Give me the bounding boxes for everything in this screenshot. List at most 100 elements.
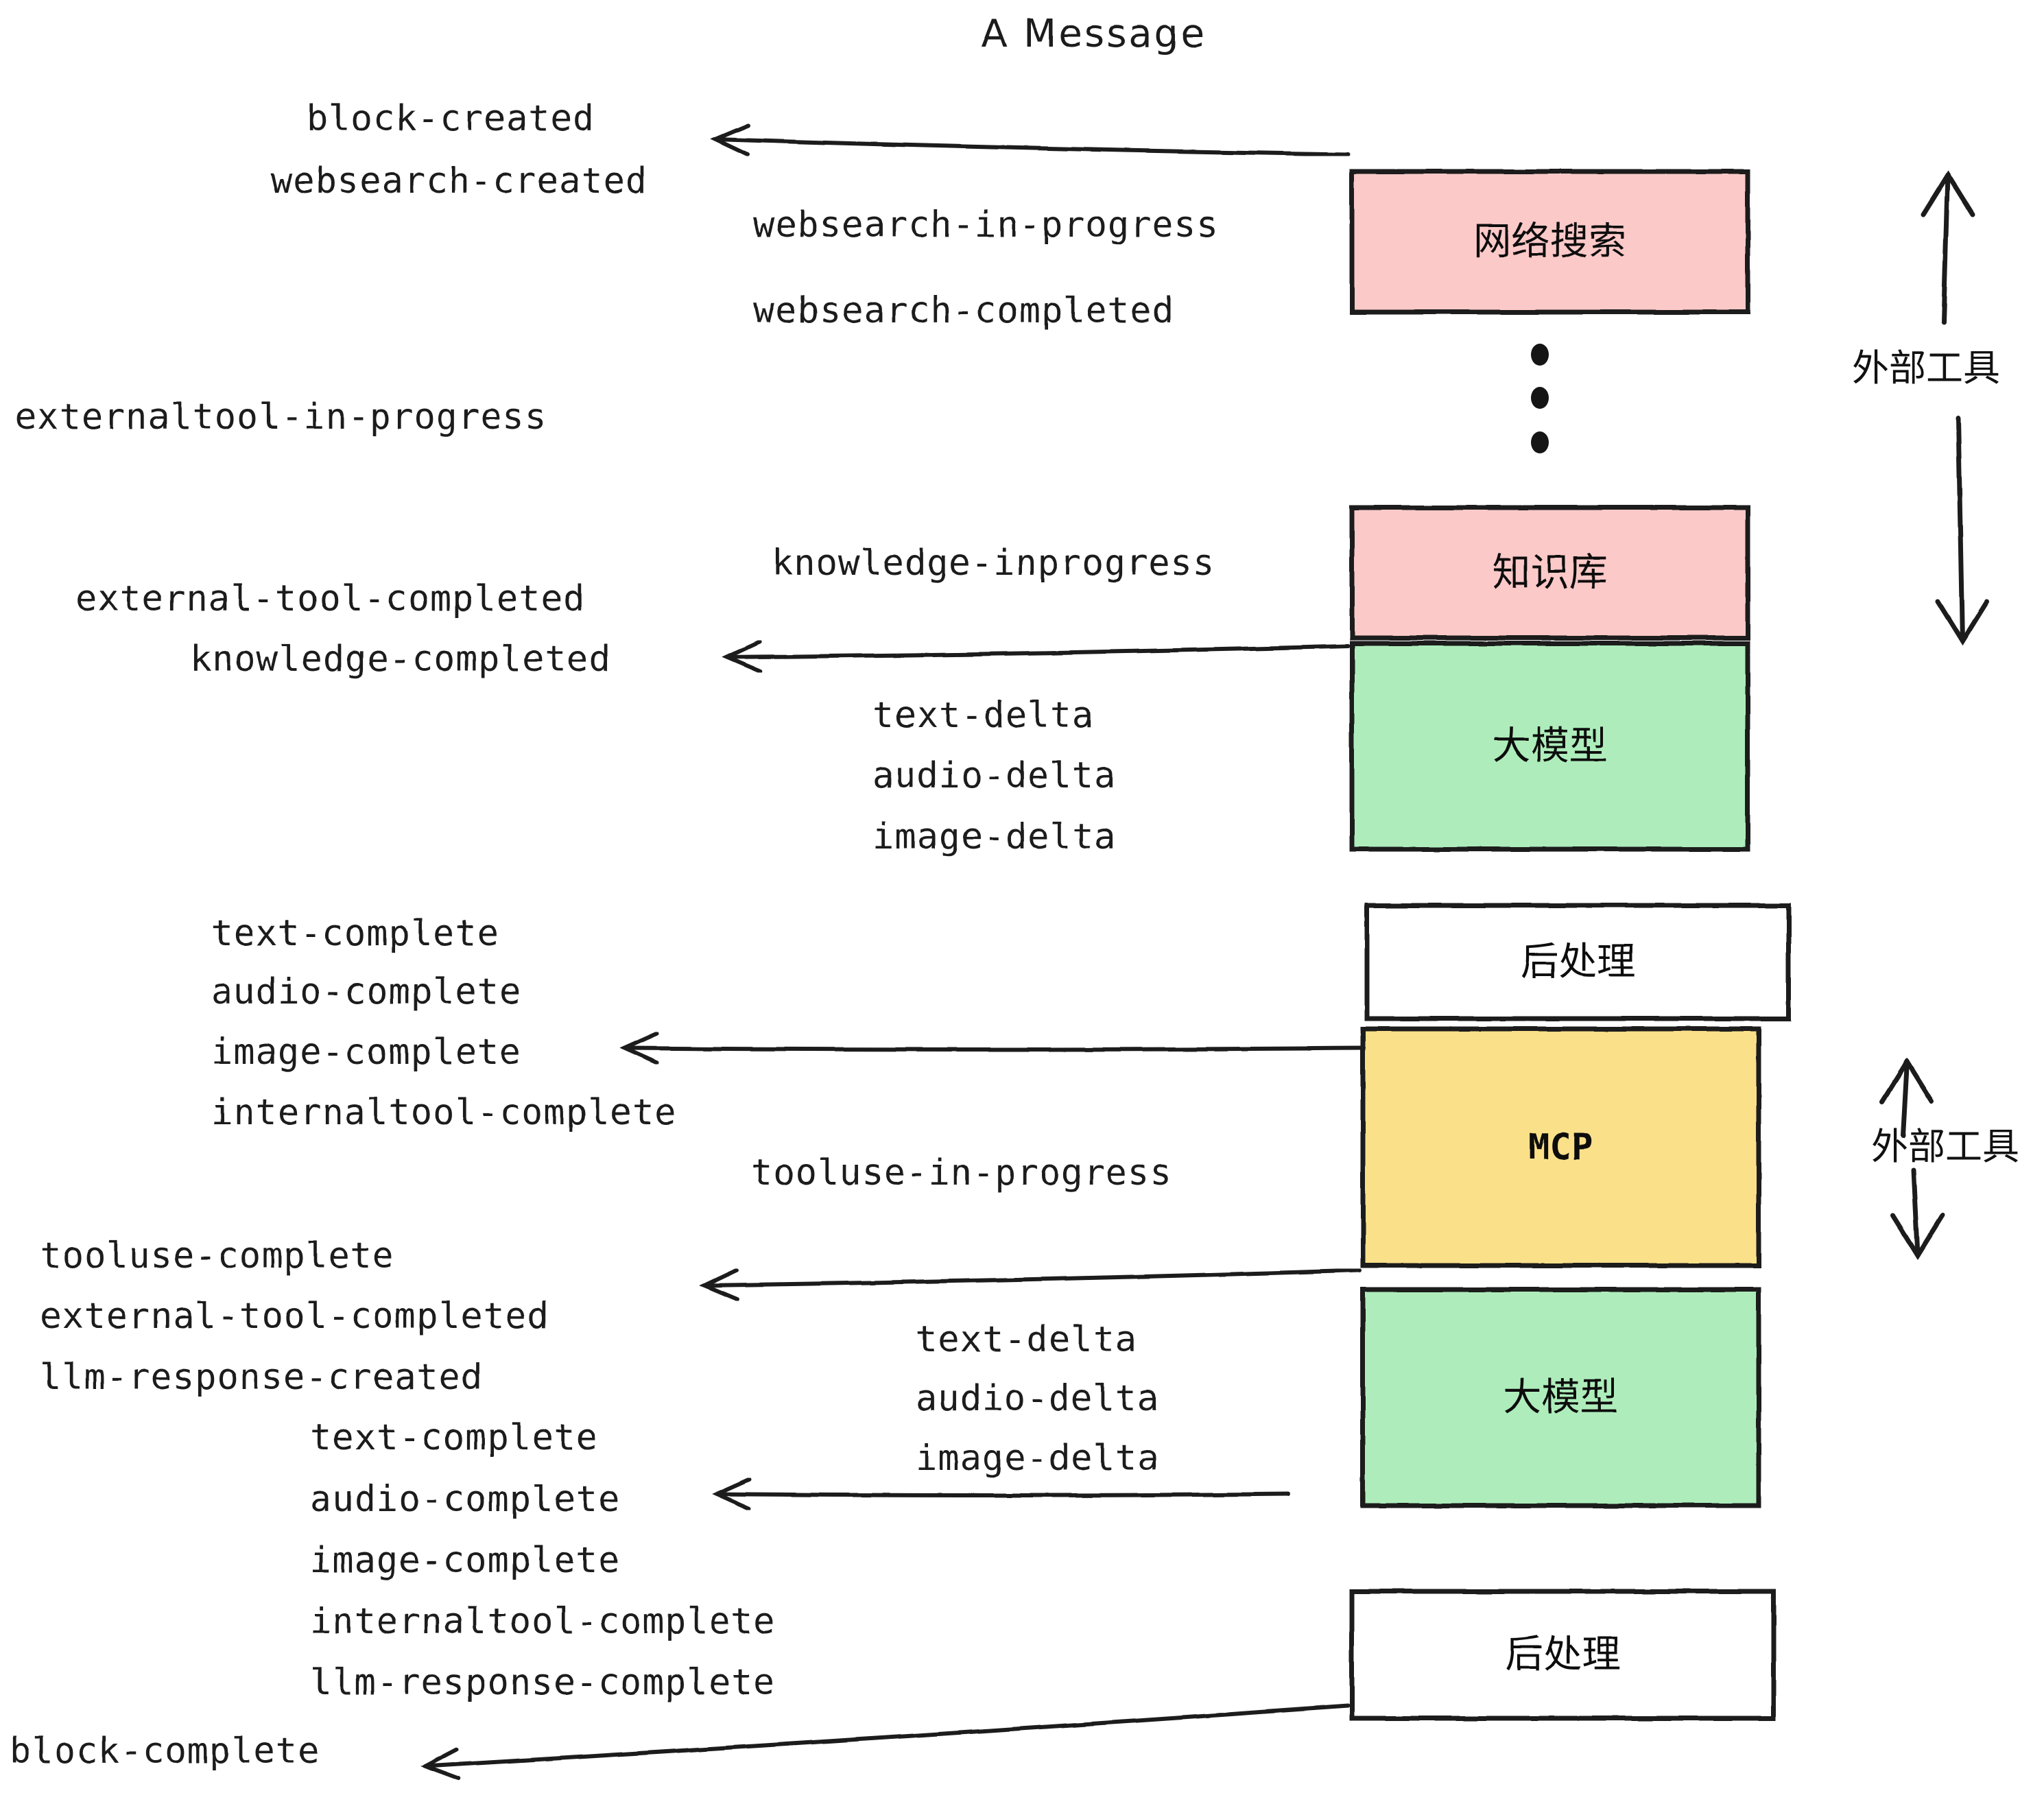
event-label-internaltool-complete-2: internaltool-complete (310, 1601, 775, 1642)
event-label-knowledge-completed: knowledge-completed (190, 639, 611, 680)
event-label-websearch-in-progress: websearch-in-progress (753, 204, 1218, 246)
box-mcp-shape (1360, 1026, 1761, 1268)
event-label-audio-complete-2-text: audio-complete (310, 1479, 620, 1520)
event-label-internaltool-complete-1-text: internaltool-complete (211, 1092, 676, 1133)
event-labels: block-created websearch-created websearch-… (10, 98, 1218, 1772)
event-label-image-delta-1: image-delta (872, 816, 1116, 857)
event-label-llm-response-created-text: llm-response-created (40, 1357, 483, 1398)
event-label-tooluse-in-progress: tooluse-in-progress (751, 1152, 1172, 1194)
event-label-external-tool-completed-2-text: external-tool-completed (40, 1296, 549, 1337)
event-label-websearch-completed-text: websearch-completed (753, 290, 1174, 331)
event-label-image-complete-1: image-complete (211, 1032, 521, 1073)
event-label-image-delta-1-text: image-delta (872, 816, 1116, 857)
box-knowledge-label: 知识库 (1493, 551, 1608, 595)
ellipsis-dot-1 (1531, 344, 1549, 366)
event-label-audio-complete-1: audio-complete (211, 971, 521, 1012)
arrow-llm2-to-audio-complete (711, 1477, 1290, 1511)
event-label-knowledge-inprogress: knowledge-inprogress (772, 543, 1215, 584)
event-label-websearch-created: websearch-created (271, 161, 647, 202)
box-llm-2-label: 大模型 (1504, 1375, 1619, 1420)
arrow-knowledge-to-knowledge-completed (722, 639, 1350, 674)
event-label-block-created: block-created (307, 98, 595, 139)
event-label-websearch-completed: websearch-completed (753, 290, 1174, 331)
event-label-block-complete-text: block-complete (10, 1731, 320, 1772)
event-label-tooluse-complete-text: tooluse-complete (40, 1235, 394, 1277)
event-label-text-complete-2-text: text-complete (310, 1417, 598, 1458)
box-postprocess-2-label: 后处理 (1506, 1633, 1621, 1677)
box-mcp[interactable]: MCP (1360, 1026, 1761, 1268)
box-llm-2-shape (1360, 1287, 1761, 1508)
event-label-knowledge-inprogress-text: knowledge-inprogress (772, 543, 1215, 584)
event-label-text-delta-1-text: text-delta (872, 695, 1094, 736)
box-postprocess-1-label: 后处理 (1521, 940, 1636, 984)
box-llm-1-label: 大模型 (1493, 724, 1608, 769)
box-postprocess-1[interactable]: 后处理 (1364, 903, 1792, 1021)
side-label-external-tool-bottom: 外部工具 (1871, 1125, 2019, 1168)
event-label-block-created-text: block-created (307, 98, 595, 139)
box-postprocess-1-shape (1364, 903, 1792, 1021)
event-label-external-tool-completed-1-text: external-tool-completed (75, 578, 585, 619)
box-llm-1[interactable]: 大模型 (1349, 641, 1750, 852)
event-label-block-complete: block-complete (10, 1731, 320, 1772)
event-label-external-tool-completed-1: external-tool-completed (75, 578, 585, 619)
event-label-audio-complete-1-text: audio-complete (211, 971, 521, 1012)
box-knowledge-shape (1349, 505, 1750, 641)
event-label-external-tool-completed-2: external-tool-completed (40, 1296, 549, 1337)
arrow-mcp-to-tooluse-complete (699, 1268, 1362, 1302)
event-label-llm-response-complete: llm-response-complete (310, 1662, 775, 1703)
event-label-websearch-in-progress-text: websearch-in-progress (753, 204, 1218, 246)
event-label-image-delta-2-text: image-delta (916, 1438, 1159, 1479)
connection-arrows (420, 123, 1366, 1781)
event-label-llm-response-created: llm-response-created (40, 1357, 483, 1398)
event-label-audio-delta-1: audio-delta (872, 755, 1116, 796)
event-label-knowledge-completed-text: knowledge-completed (190, 639, 611, 680)
event-label-llm-response-complete-text: llm-response-complete (310, 1662, 775, 1703)
event-label-externaltool-in-progress: externaltool-in-progress (15, 396, 547, 438)
box-postprocess-2[interactable]: 后处理 (1349, 1589, 1776, 1721)
box-llm-1-shape (1349, 641, 1750, 852)
event-label-text-delta-2-text: text-delta (916, 1319, 1137, 1360)
event-label-internaltool-complete-2-text: internaltool-complete (310, 1601, 775, 1642)
event-label-audio-delta-1-text: audio-delta (872, 755, 1116, 796)
page-title: A Message (981, 12, 1207, 56)
box-knowledge[interactable]: 知识库 (1349, 505, 1750, 641)
ellipsis-dot-3 (1531, 431, 1549, 453)
box-websearch-shape (1349, 169, 1750, 315)
event-label-websearch-created-text: websearch-created (271, 161, 647, 202)
ellipsis-dot-2 (1531, 387, 1549, 409)
event-label-audio-delta-2-text: audio-delta (916, 1378, 1159, 1419)
external-tool-arrow-top-down (1935, 416, 1990, 646)
ellipsis-dots (1531, 344, 1549, 453)
box-mcp-label: MCP (1529, 1127, 1593, 1168)
arrow-websearch-to-block-created (710, 123, 1350, 157)
event-label-externaltool-in-progress-text: externaltool-in-progress (15, 396, 547, 438)
event-label-image-complete-2: image-complete (310, 1540, 620, 1581)
event-label-image-delta-2: image-delta (916, 1438, 1159, 1479)
event-label-text-complete-1-text: text-complete (211, 913, 499, 954)
event-label-image-complete-2-text: image-complete (310, 1540, 620, 1581)
arrow-postprocess2-to-block-complete (420, 1704, 1350, 1781)
event-label-image-complete-1-text: image-complete (211, 1032, 521, 1073)
box-llm-2[interactable]: 大模型 (1360, 1287, 1761, 1508)
external-tool-arrow-bottom-up (1879, 1057, 1934, 1138)
event-label-text-delta-1: text-delta (872, 695, 1094, 736)
event-label-audio-delta-2: audio-delta (916, 1378, 1159, 1419)
event-label-audio-complete-2: audio-complete (310, 1479, 620, 1520)
external-tool-arrows (1879, 170, 1990, 1260)
event-label-tooluse-in-progress-text: tooluse-in-progress (751, 1152, 1172, 1194)
event-label-text-delta-2: text-delta (916, 1319, 1137, 1360)
external-tool-arrow-top-up (1921, 170, 1975, 325)
box-postprocess-2-shape (1349, 1589, 1776, 1721)
side-label-external-tool-top: 外部工具 (1852, 346, 2000, 390)
event-label-text-complete-2: text-complete (310, 1417, 598, 1458)
external-tool-arrow-bottom-down (1890, 1167, 1945, 1260)
event-label-tooluse-complete: tooluse-complete (40, 1235, 394, 1277)
arrow-postprocess1-to-image-complete (619, 1031, 1366, 1065)
event-label-text-complete-1: text-complete (211, 913, 499, 954)
event-label-internaltool-complete-1: internaltool-complete (211, 1092, 676, 1133)
box-websearch[interactable]: 网络搜索 (1349, 169, 1750, 315)
